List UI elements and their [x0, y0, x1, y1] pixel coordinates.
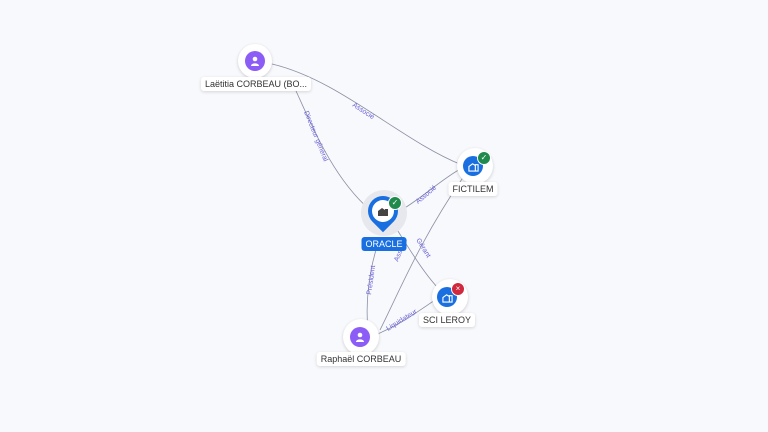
edge-label: Associé [351, 102, 375, 121]
edge-laetitia-oracle [289, 77, 371, 211]
edge-label: Directeur général [302, 110, 329, 163]
edge-raphael-fictilem [379, 175, 465, 331]
node-label: Raphaël CORBEAU [316, 352, 406, 366]
node-label: ORACLE [361, 237, 407, 251]
edge-label: Associé [415, 184, 438, 205]
person-icon [245, 51, 265, 71]
status-closed-icon: × [451, 282, 465, 296]
status-active-icon: ✓ [477, 151, 491, 165]
edge-label: Liquidateur [385, 308, 419, 333]
node-label: FICTILEM [448, 182, 498, 196]
person-icon [350, 327, 370, 347]
status-active-icon: ✓ [388, 196, 402, 210]
edge-laetitia-fictilem [271, 63, 463, 166]
edge-label: Gérant [414, 237, 431, 259]
node-label: SCI LEROY [418, 313, 476, 327]
node-label: Laëtitia CORBEAU (BO... [200, 77, 312, 91]
edge-label: Président [366, 265, 377, 295]
